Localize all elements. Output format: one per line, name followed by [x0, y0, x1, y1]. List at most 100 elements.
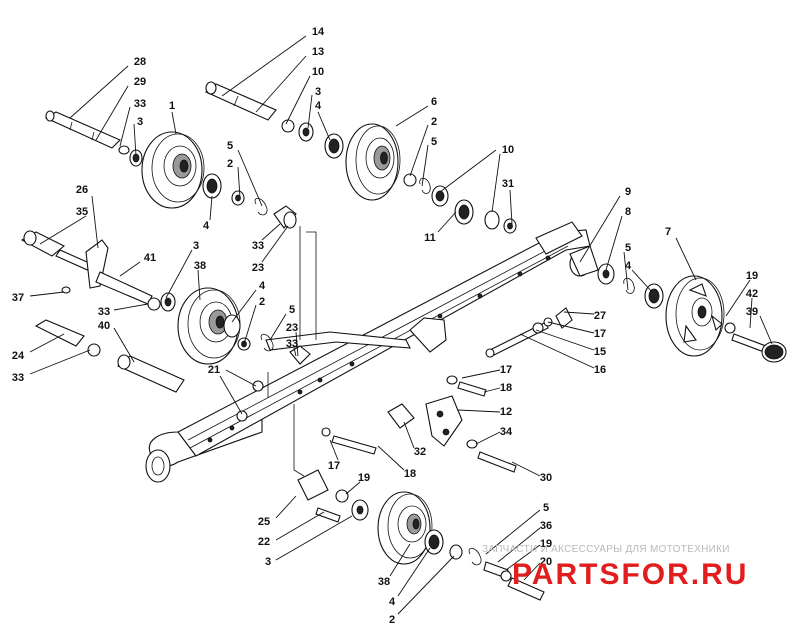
leader-lines	[29, 35, 773, 615]
leader-line-22	[275, 511, 325, 541]
callout-33: 33	[134, 98, 146, 110]
leader-line-4	[317, 111, 331, 141]
leader-line-2	[397, 555, 455, 615]
leader-line-21	[225, 369, 257, 387]
callout-12: 12	[500, 406, 512, 418]
leader-line-3	[275, 515, 353, 561]
leader-line-5	[237, 149, 263, 207]
callout-3: 3	[315, 86, 321, 98]
callout-37: 37	[12, 292, 24, 304]
callout-1: 1	[169, 100, 175, 112]
callout-10: 10	[502, 144, 514, 156]
callout-2: 2	[431, 116, 437, 128]
callout-39: 39	[746, 306, 758, 318]
leader-line-9	[579, 195, 621, 263]
leader-line-23	[261, 225, 289, 263]
callout-3: 3	[265, 556, 271, 568]
leader-line-41	[119, 261, 141, 277]
leader-line-31	[509, 189, 513, 225]
callout-23: 23	[252, 262, 264, 274]
leader-line-5	[269, 313, 287, 341]
leader-line-10	[285, 75, 311, 125]
callout-36: 36	[540, 520, 552, 532]
leader-line-29	[95, 85, 129, 141]
leader-line-39	[759, 315, 773, 345]
callout-34: 34	[500, 426, 513, 438]
leader-line-18	[483, 387, 501, 393]
callout-27: 27	[594, 310, 606, 322]
leader-line-21	[219, 375, 243, 415]
leader-line-30	[511, 461, 541, 477]
callout-14: 14	[312, 26, 325, 38]
leader-line-32	[403, 421, 415, 449]
leader-line-2	[409, 124, 429, 177]
callout-3: 3	[193, 240, 199, 252]
leader-line-16	[519, 333, 595, 369]
callout-32: 32	[414, 446, 426, 458]
leader-line-7	[675, 237, 697, 281]
leader-line-6	[395, 105, 429, 127]
watermark-caption: ЗАПЧАСТИ И АКСЕССУАРЫ ДЛЯ МОТОТЕХНИКИ	[482, 544, 730, 555]
callout-19: 19	[358, 472, 370, 484]
callout-4: 4	[625, 260, 632, 272]
callout-20: 20	[540, 556, 552, 568]
leader-line-4	[231, 289, 257, 323]
callout-5: 5	[543, 502, 549, 514]
leader-line-36	[497, 527, 541, 563]
callout-25: 25	[258, 516, 270, 528]
leader-line-2	[243, 304, 257, 345]
callout-26: 26	[76, 184, 88, 196]
leader-line-17	[461, 369, 501, 379]
leader-line-27	[563, 311, 595, 315]
leader-line-24	[29, 333, 65, 353]
leader-line-33	[293, 347, 297, 357]
leader-line-19	[725, 279, 751, 317]
leader-line-2	[237, 166, 241, 199]
leader-line-4	[397, 547, 431, 597]
leader-line-14	[221, 35, 307, 97]
leader-line-13	[255, 55, 307, 113]
callout-2: 2	[227, 158, 233, 170]
leader-line-38	[197, 269, 201, 301]
callout-4: 4	[203, 220, 210, 232]
leader-line-4	[631, 269, 653, 293]
callout-33: 33	[98, 306, 110, 318]
leader-line-25	[275, 495, 297, 519]
callout-13: 13	[312, 46, 324, 58]
leader-line-33	[261, 223, 281, 241]
leader-line-5	[623, 251, 629, 291]
callout-17: 17	[594, 328, 606, 340]
callout-29: 29	[134, 76, 146, 88]
leader-line-35	[39, 215, 87, 245]
lower-idler-wheel-assembly	[297, 469, 545, 601]
leader-line-15	[535, 329, 595, 351]
front-arm-wheel-assembly	[20, 230, 311, 365]
leader-line-28	[69, 65, 129, 119]
leader-line-20	[523, 562, 541, 581]
leader-line-3	[307, 94, 313, 129]
callout-4: 4	[259, 280, 266, 292]
leader-line-33	[113, 303, 149, 311]
leader-line-5	[421, 144, 429, 187]
callout-41: 41	[144, 252, 156, 264]
callout-7: 7	[665, 226, 671, 238]
leader-line-4	[209, 195, 213, 221]
leader-line-40	[113, 327, 135, 363]
leader-line-37	[29, 291, 65, 297]
center-mount-hardware	[321, 307, 573, 473]
leader-line-19	[345, 481, 361, 495]
callout-16: 16	[594, 364, 606, 376]
callout-19: 19	[540, 538, 552, 550]
callout-18: 18	[500, 382, 512, 394]
callout-17: 17	[328, 460, 340, 472]
callout-6: 6	[431, 96, 437, 108]
leader-line-8	[605, 215, 623, 271]
callout-5: 5	[431, 136, 437, 148]
leader-line-26	[91, 195, 99, 249]
leader-line-18	[377, 445, 405, 471]
leader-line-10	[491, 153, 501, 213]
callout-21: 21	[208, 364, 220, 376]
leader-line-17	[329, 439, 339, 461]
leader-line-12	[457, 409, 501, 413]
